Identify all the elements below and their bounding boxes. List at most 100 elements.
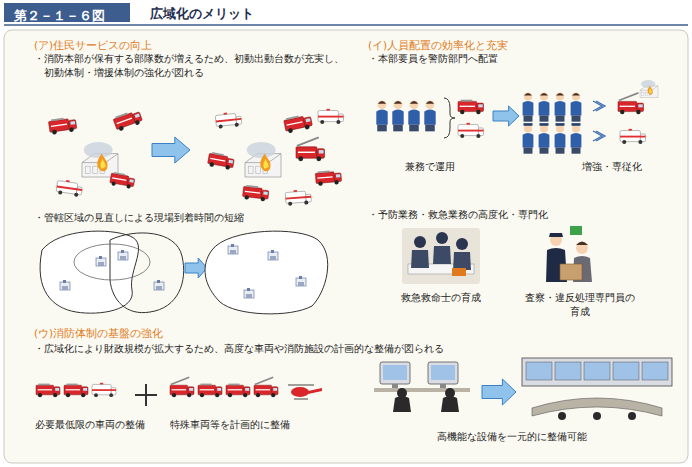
block-arrow xyxy=(493,106,519,126)
fire-station-icon xyxy=(228,244,238,254)
illustration-stroke xyxy=(640,86,658,98)
illustration-stroke xyxy=(291,387,309,397)
bullet-text: ・本部要員を警防部門へ配置 xyxy=(368,52,498,66)
illustration-stroke xyxy=(38,393,42,397)
illustration-stroke xyxy=(558,412,566,420)
illustration-stroke xyxy=(74,192,79,197)
illustration-stroke xyxy=(555,362,581,380)
illustration-stroke xyxy=(224,113,228,115)
fire-truck xyxy=(109,172,135,190)
district-outline xyxy=(110,233,184,313)
bullet-text: ・広域化により財政規模が拡大するため、高度な車両や消防施設の計画的な整備が図られ… xyxy=(34,342,444,356)
illustration-stroke xyxy=(316,156,321,161)
illustration-stroke xyxy=(212,152,224,156)
illustration-stroke xyxy=(51,118,64,122)
illustration-stroke xyxy=(55,388,59,391)
illustration-stroke xyxy=(539,101,550,115)
illustration-stroke xyxy=(478,104,482,107)
illustration-stroke xyxy=(629,129,632,131)
illustration-stroke xyxy=(121,250,124,253)
figure-number-box: 第２－１－６図 xyxy=(4,3,130,22)
illustration-stroke xyxy=(618,101,637,111)
block-arrow xyxy=(152,137,190,163)
caption-text: 必要最低限の車両の整備 xyxy=(35,418,145,432)
illustration-stroke xyxy=(120,256,126,260)
illustration-stroke xyxy=(66,384,77,386)
illustration-stroke xyxy=(414,236,426,248)
illustration-stroke xyxy=(288,385,314,386)
illustration-stroke xyxy=(245,388,249,391)
illustration-stroke xyxy=(576,242,588,254)
illustration-stroke xyxy=(263,159,268,169)
illustration-stroke xyxy=(249,166,254,173)
illustration-stroke xyxy=(649,89,652,94)
illustration-stroke xyxy=(641,80,655,88)
illustration-stroke xyxy=(52,129,57,134)
illustration-stroke xyxy=(156,286,162,290)
illustration-stroke xyxy=(318,181,323,186)
illustration-stroke xyxy=(376,110,387,125)
brace xyxy=(444,98,455,138)
illustration-stroke xyxy=(111,181,116,186)
illustration-stroke xyxy=(263,191,268,194)
burning-building xyxy=(82,142,118,177)
illustration-stroke xyxy=(540,123,549,126)
illustration-stroke xyxy=(228,389,242,390)
staff-figure xyxy=(539,92,550,121)
illustration-stroke xyxy=(336,174,340,177)
ambulance xyxy=(318,109,344,124)
illustration-stroke xyxy=(36,385,54,395)
staff-figure xyxy=(555,92,566,121)
illustration-stroke xyxy=(98,262,104,266)
illustration-stroke xyxy=(556,92,564,100)
staff-figure xyxy=(571,92,582,121)
illustration-stroke xyxy=(134,120,140,126)
illustration-stroke xyxy=(572,123,581,126)
illustration-stroke xyxy=(411,250,429,268)
plus-sign xyxy=(135,384,157,406)
fire-truck xyxy=(64,384,88,398)
chevron xyxy=(593,131,605,141)
staff-figure xyxy=(539,123,550,154)
illustration-stroke xyxy=(572,93,580,96)
illustration-stroke xyxy=(378,100,387,109)
illustration-stroke xyxy=(135,113,140,117)
illustration-stroke xyxy=(270,256,276,260)
illustration-stroke xyxy=(66,389,80,390)
illustration-stroke xyxy=(217,388,221,391)
illustration-stroke xyxy=(38,384,49,386)
illustration-stroke xyxy=(540,92,548,100)
illustration-stroke xyxy=(58,190,63,195)
illustration-stroke xyxy=(254,385,272,395)
illustration-stroke xyxy=(556,147,565,153)
illustration-stroke xyxy=(306,118,311,122)
illustration-stroke xyxy=(157,280,160,283)
operator-desk xyxy=(374,362,422,412)
staff-figure xyxy=(523,92,534,121)
ambulance xyxy=(56,179,83,198)
illustration-stroke xyxy=(550,234,562,246)
illustration-stroke xyxy=(453,252,471,270)
panel xyxy=(4,30,688,463)
illustration-stroke xyxy=(476,110,480,114)
illustration-stroke xyxy=(126,184,131,189)
illustration-stroke xyxy=(66,393,70,397)
illustration-stroke xyxy=(243,393,247,397)
illustration-stroke xyxy=(228,160,233,164)
illustration-stroke xyxy=(115,112,127,118)
bullet-text: ・消防本部が保有する部隊数が増えるため、初動出動台数が充実し、初動体制・増援体制… xyxy=(34,52,344,79)
illustration-stroke xyxy=(116,117,132,124)
illustration-stroke xyxy=(288,128,294,134)
illustration-stroke xyxy=(247,142,276,158)
illustration-stroke xyxy=(260,197,265,202)
illustration-stroke xyxy=(540,93,548,96)
illustration-stroke xyxy=(593,412,601,420)
illustration-stroke xyxy=(549,233,563,237)
chevron xyxy=(593,101,605,111)
fire-station-icon xyxy=(268,250,278,260)
illustration-stroke xyxy=(245,154,281,177)
illustration-stroke xyxy=(81,393,85,397)
staff-figure xyxy=(523,123,534,154)
illustration-stroke xyxy=(286,121,302,126)
illustration-stroke xyxy=(256,393,260,397)
